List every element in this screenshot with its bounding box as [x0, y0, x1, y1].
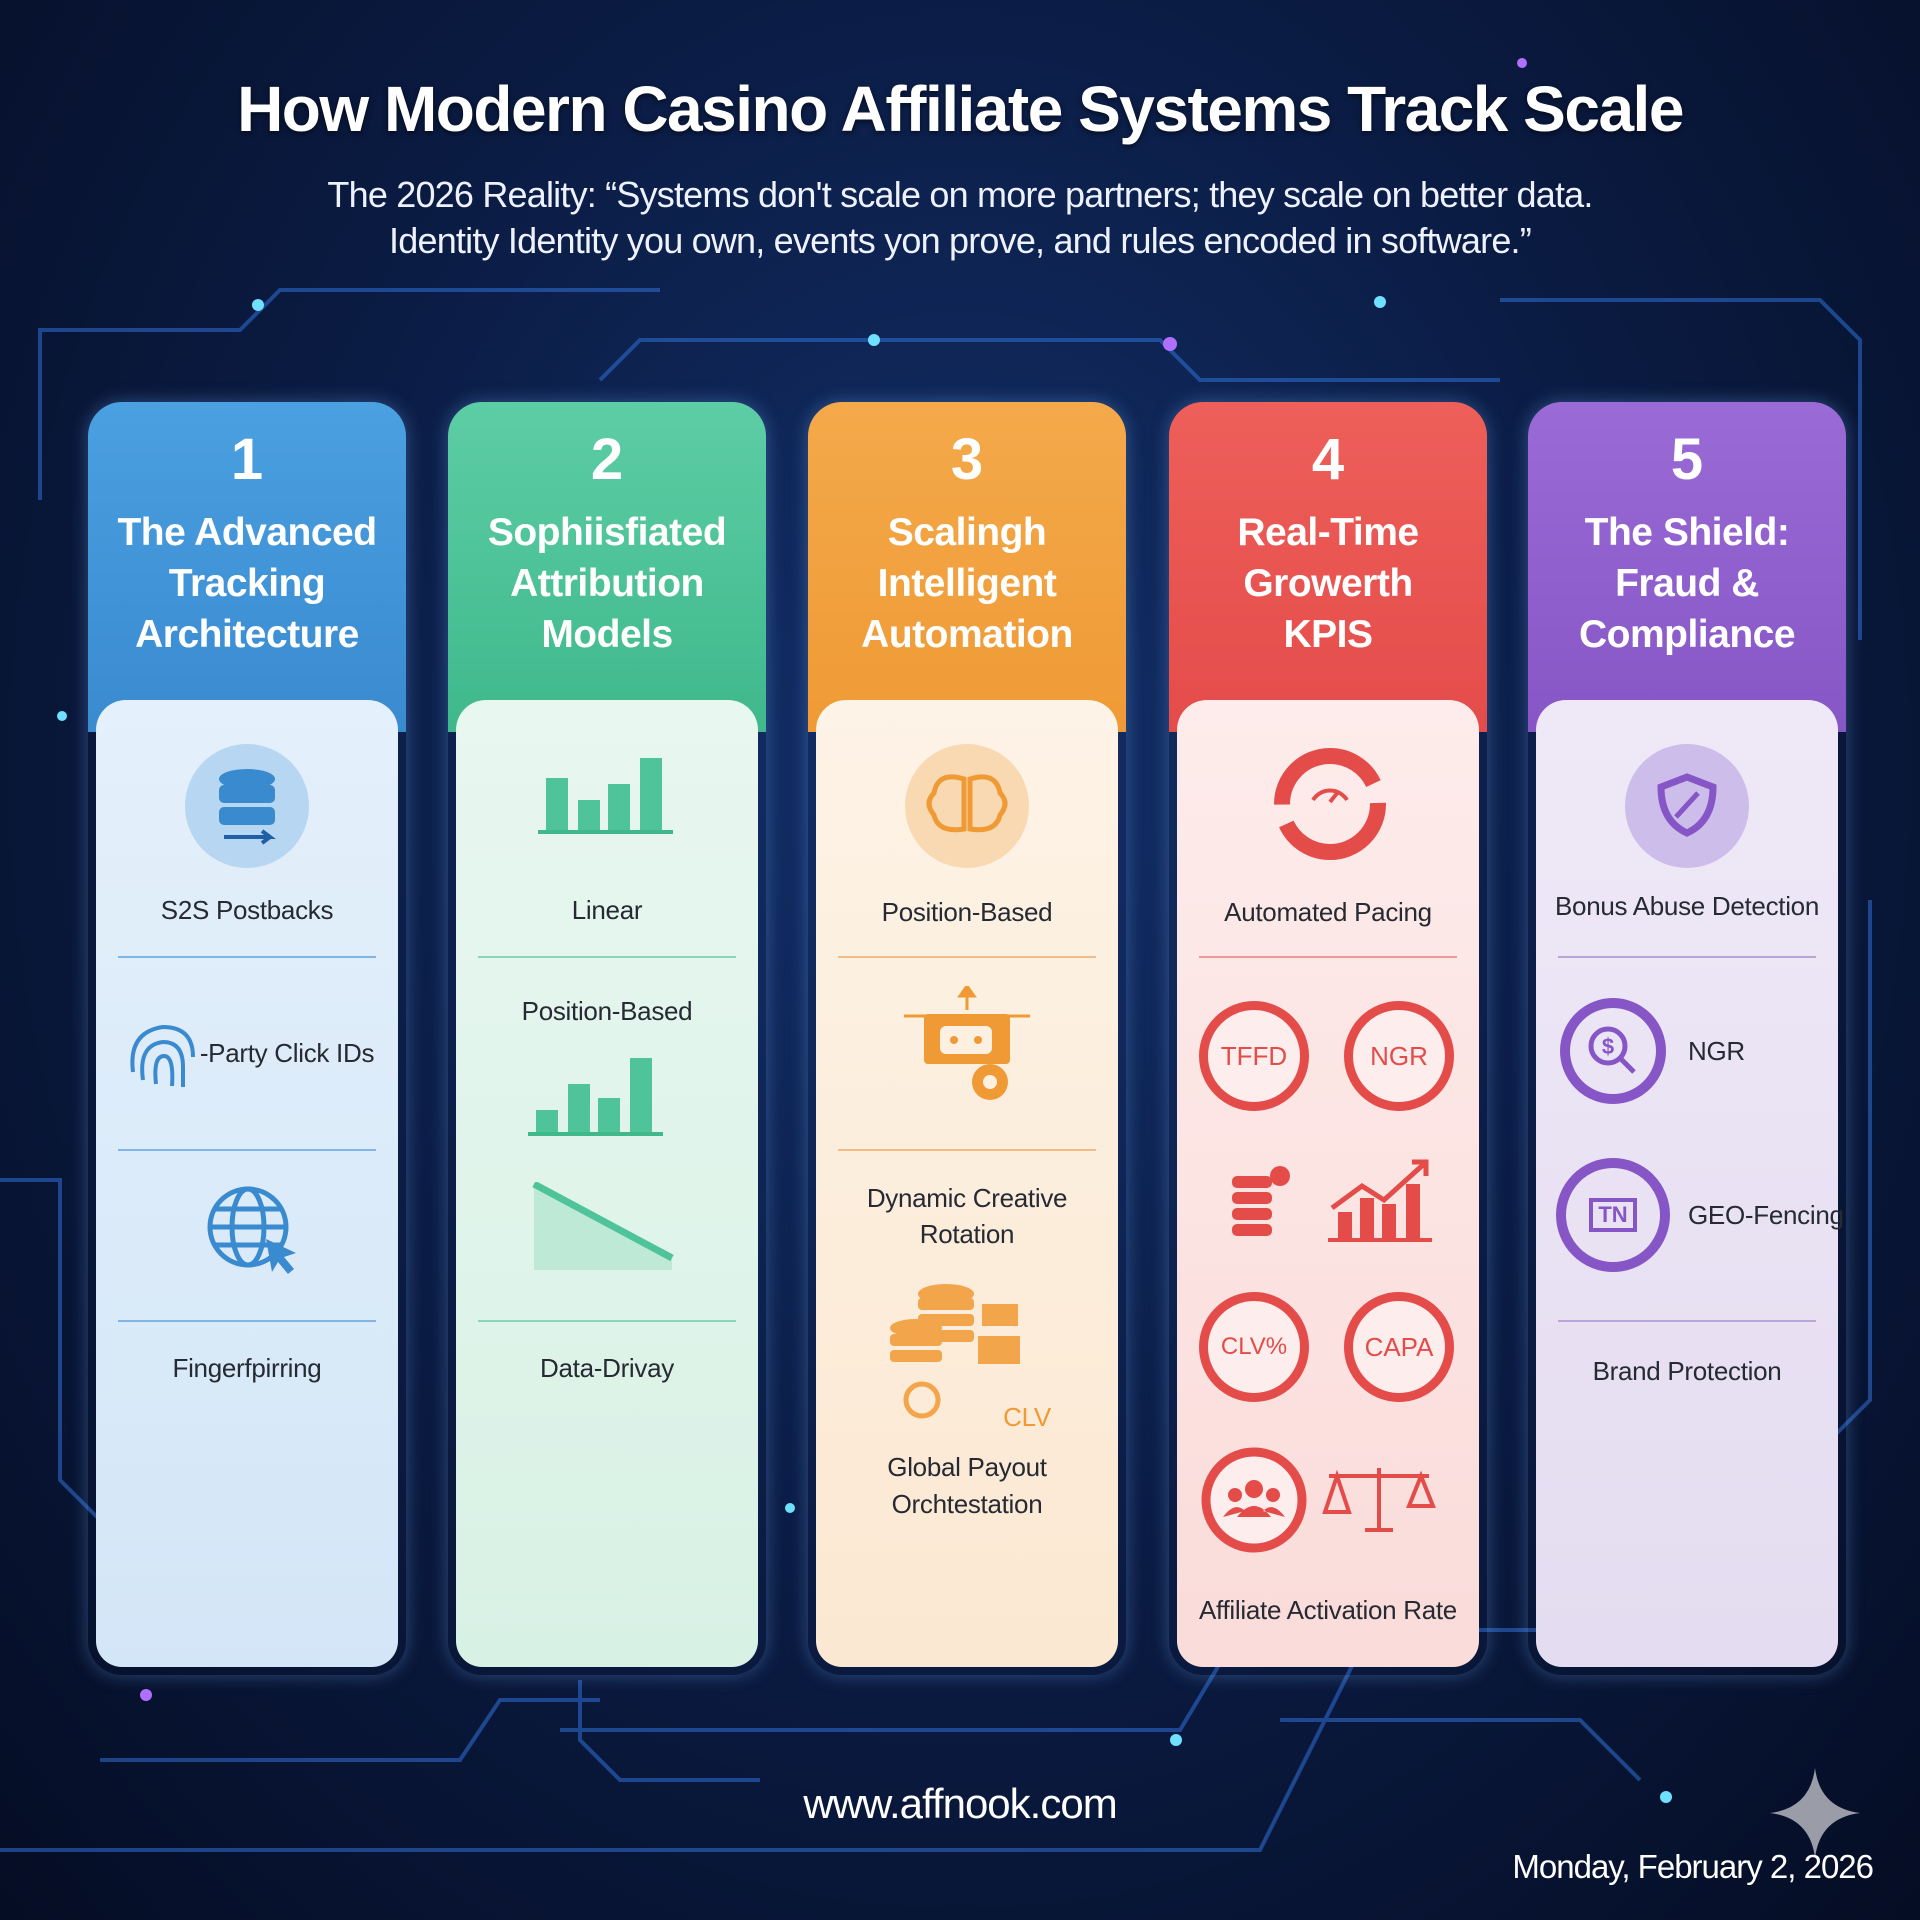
item-clv-label: CLV: [1003, 1402, 1051, 1432]
subtitle-line-1: The 2026 Reality: “Systems don't scale o…: [327, 174, 1593, 215]
globe-cursor-icon: [207, 1186, 296, 1274]
database-refresh-icon: [1232, 1166, 1290, 1236]
svg-text:$: $: [1602, 1034, 1614, 1059]
item-automated-pacing: Automated Pacing: [1224, 897, 1432, 927]
divider: [118, 1149, 376, 1151]
fingerprint-icon: [130, 1024, 195, 1087]
item-linear: Linear: [571, 895, 643, 925]
item-data-driven: Data-Drivay: [540, 1353, 674, 1383]
column-number: 3: [950, 427, 984, 492]
item-party-click-ids: -Party Click IDs: [199, 1038, 375, 1068]
geo-badge-text: TN: [1589, 1198, 1637, 1232]
item-global-payout-line1: Global Payout: [887, 1452, 1047, 1482]
divider: [118, 1320, 376, 1322]
column-number: 2: [590, 427, 624, 492]
column-number: 1: [230, 427, 264, 492]
kpi-tffd-badge: TFFD: [1199, 1001, 1309, 1111]
column-number: 5: [1670, 427, 1704, 492]
item-fingerprinting: Fingerfpirring: [172, 1353, 322, 1383]
kpi-ngr-badge: NGR: [1344, 1001, 1454, 1111]
shield-icon: [1625, 744, 1749, 868]
divider: [838, 1149, 1096, 1151]
item-geo-fencing: GEO-Fencing: [1688, 1200, 1844, 1230]
website-url[interactable]: www.affnook.com: [803, 1780, 1117, 1827]
subtitle-line-2: Identity Identity you own, events yon pr…: [389, 220, 1532, 261]
page-title: How Modern Casino Affiliate Systems Trac…: [237, 73, 1684, 145]
divider: [838, 956, 1096, 958]
column-title: The Shield:Fraud &Compliance: [1578, 511, 1796, 656]
coins-payout-icon: [890, 1284, 1020, 1419]
item-bonus-abuse-detection: Bonus Abuse Detection: [1555, 891, 1819, 921]
pacing-gauge-refresh-icon: [1274, 748, 1386, 860]
money-search-icon: $: [1560, 998, 1666, 1104]
geo-fencing-badge-icon: TN: [1556, 1158, 1670, 1272]
kpi-clv-percent-badge: CLV%: [1199, 1292, 1309, 1402]
divider: [1199, 956, 1457, 958]
item-brand-protection: Brand Protection: [1592, 1356, 1782, 1386]
divider: [118, 956, 376, 958]
growth-chart-icon: [1328, 1159, 1432, 1242]
automation-robot-gear-icon: [904, 986, 1030, 1100]
item-s2s-postbacks: S2S Postbacks: [160, 895, 334, 925]
item-ngr: NGR: [1688, 1036, 1745, 1066]
linear-bar-chart-icon: [538, 758, 673, 834]
position-based-bar-chart-icon: [528, 1058, 663, 1136]
balance-scale-icon: [1322, 1468, 1436, 1532]
item-position-based: Position-Based: [881, 897, 1053, 927]
time-decay-chart-icon: [532, 1182, 674, 1270]
item-dynamic-creative-line1: Dynamic Creative: [866, 1183, 1068, 1213]
item-position-based: Position-Based: [521, 996, 693, 1026]
date-label: Monday, February 2, 2026: [1512, 1848, 1874, 1885]
divider: [1558, 956, 1816, 958]
item-global-payout-line2: Orchtestation: [891, 1489, 1043, 1519]
kpi-capa-badge: CAPA: [1344, 1292, 1454, 1402]
divider: [478, 1320, 736, 1322]
item-affiliate-activation-rate: Affiliate Activation Rate: [1199, 1595, 1457, 1625]
divider: [1558, 1320, 1816, 1322]
item-dynamic-creative-line2: Rotation: [919, 1219, 1015, 1249]
affiliates-group-icon: [1201, 1447, 1307, 1553]
column-fraud-compliance: 5 The Shield:Fraud &Compliance Bonus Abu…: [1528, 402, 1846, 1675]
divider: [478, 956, 736, 958]
brain-icon: [905, 744, 1029, 868]
column-number: 4: [1311, 427, 1345, 492]
database-server-icon: [185, 744, 309, 868]
sparkle-star-icon: [1770, 1768, 1860, 1858]
